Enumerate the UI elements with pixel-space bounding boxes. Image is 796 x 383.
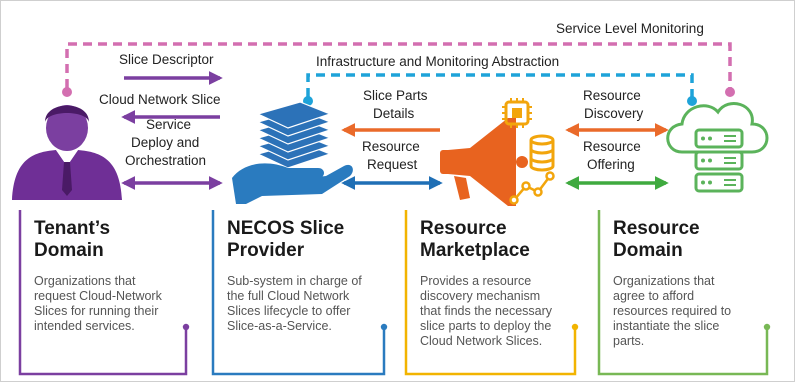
slice-provider-hand-icon bbox=[232, 101, 353, 204]
marketplace-card-title-1: Resource bbox=[420, 218, 507, 239]
tenant-card-title-2: Domain bbox=[34, 240, 104, 261]
provider-card-title-1: NECOS Slice bbox=[227, 218, 345, 239]
tenant-card-desc-2: request Cloud-Network bbox=[34, 289, 162, 303]
service-level-monitoring-line bbox=[62, 42, 735, 97]
domain-card-title-1: Resource bbox=[613, 218, 700, 239]
domain-card-desc-5: parts. bbox=[613, 334, 645, 348]
provider-card-desc-4: Slice-as-a-Service. bbox=[227, 319, 332, 333]
provider-card-desc-2: the full Cloud Network bbox=[227, 289, 350, 303]
resource-discovery-label-2: Discovery bbox=[584, 106, 644, 121]
infra-monitoring-label: Infrastructure and Monitoring Abstractio… bbox=[316, 54, 559, 69]
marketplace-card-desc-2: discovery mechanism bbox=[420, 289, 541, 303]
marketplace-card-title-2: Marketplace bbox=[420, 240, 530, 261]
infra-monitoring-line bbox=[303, 73, 697, 106]
marketplace-card-border bbox=[404, 210, 577, 376]
slice-parts-label-1: Slice Parts bbox=[363, 88, 428, 103]
domain-card-desc-2: agree to afford bbox=[613, 289, 695, 303]
provider-card-desc-3: Slices lifecycle to offer bbox=[227, 304, 351, 318]
cloud-network-slice-label: Cloud Network Slice bbox=[99, 92, 221, 107]
cloud-server-icon bbox=[666, 102, 769, 193]
domain-card-desc-4: instantiate the slice bbox=[613, 319, 720, 333]
domain-card-desc-1: Organizations that bbox=[613, 274, 715, 288]
service-deploy-label-3: Orchestration bbox=[125, 153, 206, 168]
marketplace-card-desc-4: slice parts to deploy the bbox=[420, 319, 552, 333]
tenant-card-title-1: Tenant’s bbox=[34, 218, 111, 239]
tenant-user-icon bbox=[12, 105, 122, 200]
tenant-card-desc-3: Slices for running their bbox=[34, 304, 159, 318]
provider-card-desc-1: Sub-system in charge of bbox=[227, 274, 362, 288]
service-deploy-label-1: Service bbox=[146, 117, 191, 132]
tenant-card-border bbox=[18, 210, 188, 376]
domain-card-title-2: Domain bbox=[613, 240, 683, 261]
resource-request-label-2: Request bbox=[367, 157, 418, 172]
resource-request-label-1: Resource bbox=[362, 139, 420, 154]
provider-card-border bbox=[211, 210, 386, 376]
marketplace-megaphone-icon bbox=[440, 98, 555, 206]
provider-card-title-2: Provider bbox=[227, 240, 305, 261]
slice-descriptor-label: Slice Descriptor bbox=[119, 52, 214, 67]
resource-discovery-label-1: Resource bbox=[583, 88, 641, 103]
marketplace-card-desc-5: Cloud Network Slices. bbox=[420, 334, 543, 348]
tenant-card-desc-4: intended services. bbox=[34, 319, 135, 333]
tenant-card-desc-1: Organizations that bbox=[34, 274, 136, 288]
marketplace-card-desc-1: Provides a resource bbox=[420, 274, 532, 288]
domain-card-desc-3: resources required to bbox=[613, 304, 732, 318]
service-deploy-label-2: Deploy and bbox=[131, 135, 199, 150]
slice-parts-label-2: Details bbox=[373, 106, 415, 121]
resource-offering-label-1: Resource bbox=[583, 139, 641, 154]
service-level-monitoring-label: Service Level Monitoring bbox=[556, 21, 704, 36]
domain-card-border bbox=[597, 210, 769, 376]
resource-offering-label-2: Offering bbox=[587, 157, 635, 172]
marketplace-card-desc-3: that finds the necessary bbox=[420, 304, 553, 318]
